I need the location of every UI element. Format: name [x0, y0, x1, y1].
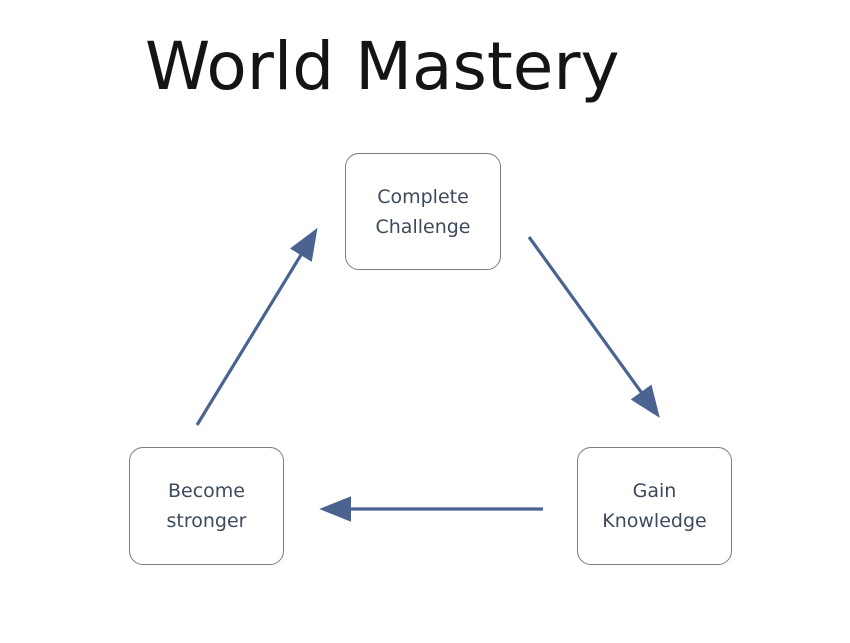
node-complete-challenge: Complete Challenge	[345, 153, 501, 270]
arrow-challenge-to-knowledge	[527, 236, 660, 418]
node-gain-knowledge-line1: Gain	[632, 480, 677, 502]
node-become-stronger-line2: stronger	[166, 510, 247, 532]
arrow-stronger-to-challenge	[195, 227, 318, 426]
node-become-stronger: Become stronger	[129, 447, 284, 565]
node-become-stronger-line1: Become	[168, 480, 245, 502]
node-complete-challenge-line2: Challenge	[375, 215, 471, 238]
page-title: World Mastery	[145, 28, 620, 105]
node-complete-challenge-line1: Complete	[377, 185, 469, 208]
node-gain-knowledge: Gain Knowledge	[577, 447, 732, 565]
node-gain-knowledge-line2: Knowledge	[602, 510, 707, 532]
